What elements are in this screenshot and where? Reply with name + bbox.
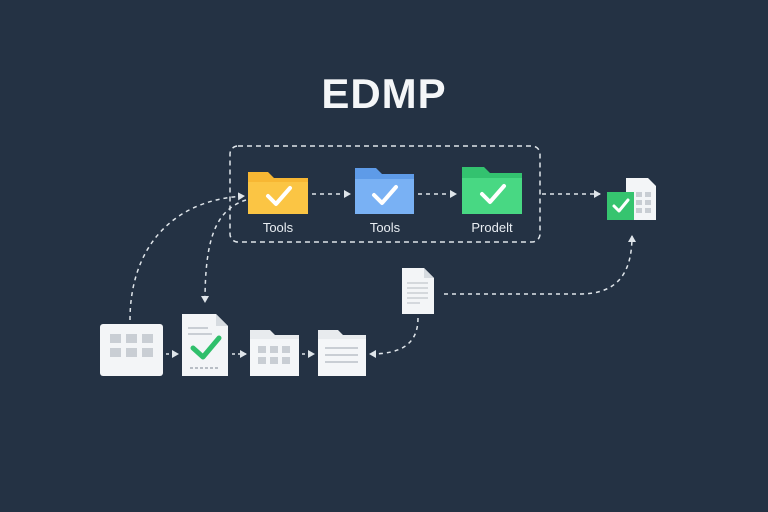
document-lines-icon	[402, 268, 434, 314]
stage1-label: Tools	[262, 220, 294, 235]
document-check-icon	[182, 314, 228, 376]
grid-card-icon	[100, 324, 163, 376]
arrow-doc-to-output	[444, 235, 636, 295]
folder-grid-icon	[250, 330, 299, 376]
stage2-label: Tools	[369, 220, 401, 235]
stage1-folder-icon	[248, 172, 308, 214]
folder-list-icon	[318, 330, 366, 376]
output-spreadsheet-icon	[607, 178, 656, 220]
stage-group-frame	[229, 145, 541, 243]
arrow-doc-to-list-folder	[369, 317, 419, 358]
arrow-grid-to-stage1	[129, 192, 245, 321]
diagram-title: EDMP	[321, 70, 447, 117]
arrow-stage1-to-document	[201, 199, 247, 303]
stage2-folder-icon	[355, 168, 414, 214]
stage3-label: Prodelt	[471, 220, 513, 235]
stage3-folder-icon	[462, 167, 522, 214]
